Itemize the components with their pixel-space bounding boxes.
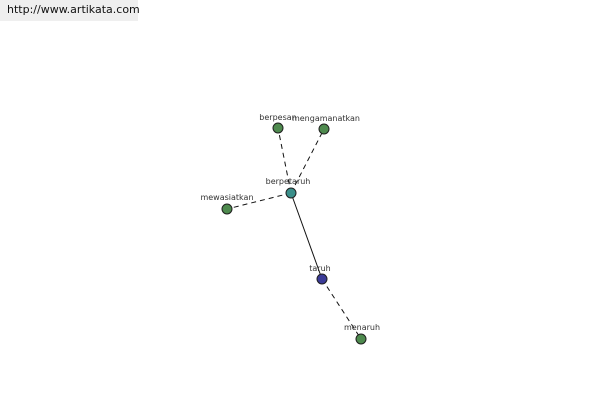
graph-nodes	[221, 122, 367, 345]
node-taruh[interactable]	[316, 273, 328, 285]
node-label-mewasiatkan[interactable]: mewasiatkan	[200, 193, 253, 202]
graph-edges	[226, 127, 362, 340]
node-label-mengamanatkan[interactable]: mengamanatkan	[292, 114, 360, 123]
node-berpesan[interactable]	[272, 122, 284, 134]
node-label-berpetaruh[interactable]: berpetaruh	[266, 177, 311, 186]
node-label-taruh[interactable]: taruh	[309, 264, 330, 273]
node-berpetaruh[interactable]	[285, 187, 297, 199]
edge-berpetaruh-mewasiatkan	[226, 192, 292, 210]
edge-berpetaruh-berpesan	[277, 127, 292, 194]
site-url-link[interactable]: http://www.artikata.com	[0, 0, 140, 21]
node-mewasiatkan[interactable]	[221, 203, 233, 215]
node-mengamanatkan[interactable]	[318, 123, 330, 135]
node-menaruh[interactable]	[355, 333, 367, 345]
edge-berpetaruh-taruh	[290, 192, 323, 280]
edge-berpetaruh-mengamanatkan	[290, 128, 325, 194]
node-label-berpesan[interactable]: berpesan	[259, 113, 296, 122]
edge-taruh-menaruh	[321, 278, 362, 340]
node-label-menaruh[interactable]: menaruh	[344, 323, 380, 332]
